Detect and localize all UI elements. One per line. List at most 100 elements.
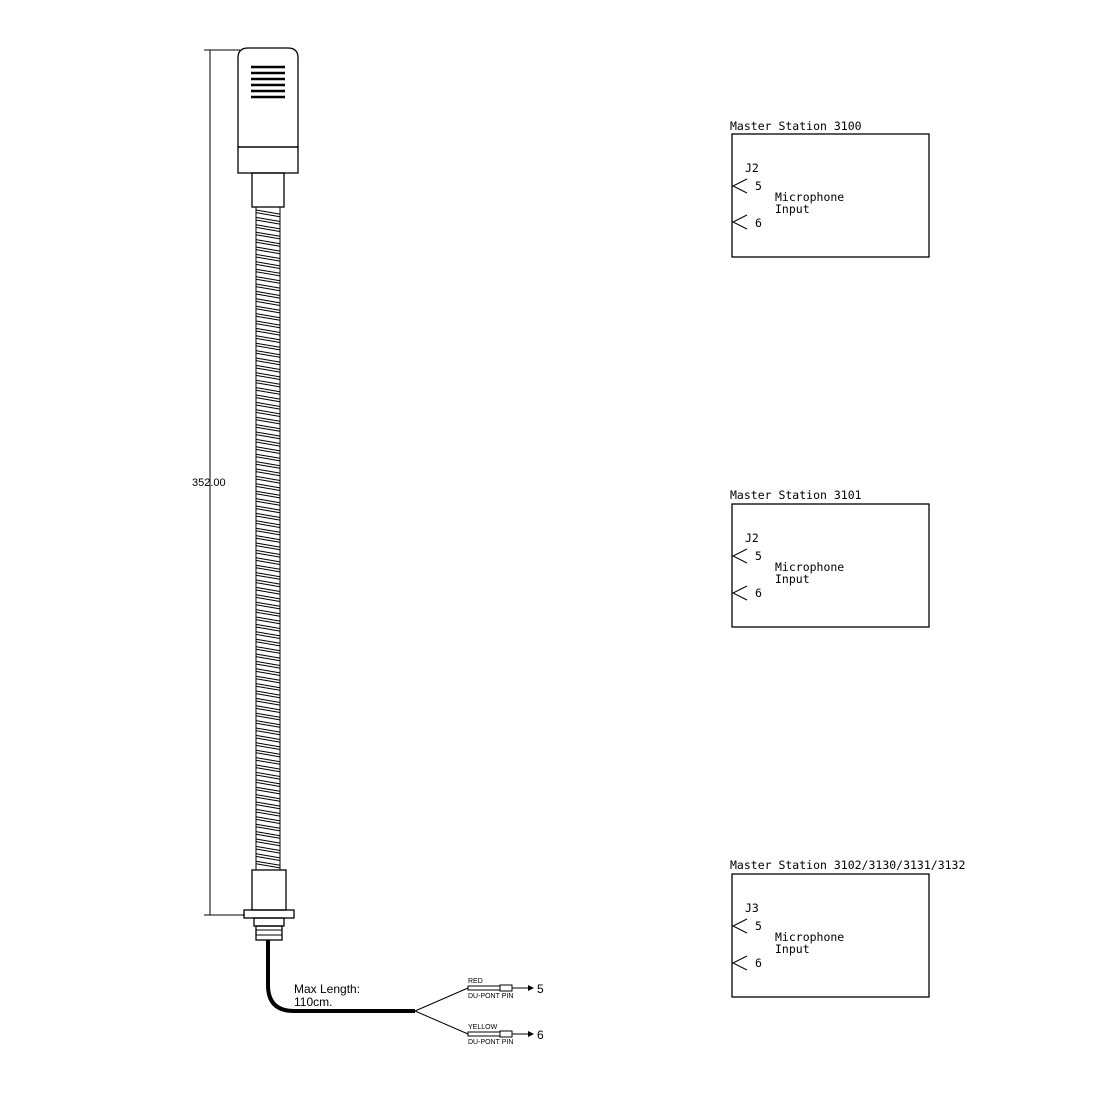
coil-winding <box>255 404 281 410</box>
coil-winding <box>255 493 281 499</box>
coil-winding <box>255 300 281 306</box>
coil-winding <box>255 483 281 489</box>
coil-winding <box>255 564 281 570</box>
station-panel <box>731 873 930 998</box>
station-input-label: Microphone <box>775 190 844 204</box>
coil-winding <box>255 759 281 765</box>
coil-winding <box>255 860 281 866</box>
coil-winding <box>255 638 281 644</box>
coil-winding <box>255 848 281 854</box>
coil-winding <box>255 382 281 388</box>
coil-winding <box>255 542 281 548</box>
coil-winding <box>255 320 281 326</box>
wire-connector-label: DU-PONT PIN <box>468 1039 513 1046</box>
coil-winding <box>255 712 281 718</box>
coil-winding <box>255 567 281 573</box>
pin-arrow <box>731 918 748 934</box>
coil-winding <box>255 818 281 824</box>
coil-winding <box>255 841 281 847</box>
coil-winding <box>255 372 281 378</box>
coil-winding <box>255 424 281 430</box>
coil-winding <box>255 471 281 477</box>
coil-winding <box>255 804 281 810</box>
station-3102-3130-3131-3132: Master Station 3102/3130/3131/3132 J3 5 … <box>730 858 965 998</box>
coil-winding <box>255 475 281 481</box>
station-connector: J3 <box>745 901 759 915</box>
pin-arrow <box>731 955 748 971</box>
coil-winding <box>255 364 281 370</box>
coil-winding <box>255 453 281 459</box>
coil-winding <box>255 609 281 615</box>
coil-winding <box>255 685 281 691</box>
coil-winding <box>255 549 281 555</box>
coil-winding <box>255 796 281 802</box>
coil-winding <box>255 352 281 358</box>
pin-arrow <box>731 548 748 564</box>
coil-winding <box>255 239 281 245</box>
wire-pin-number: 5 <box>537 982 544 996</box>
coil-winding <box>255 678 281 684</box>
coil-winding <box>255 845 281 851</box>
coil-winding <box>255 461 281 467</box>
coil-winding <box>255 431 281 437</box>
coil-winding <box>255 823 281 829</box>
coil-winding <box>255 500 281 506</box>
station-input-label: Input <box>775 572 810 586</box>
station-panel <box>731 133 930 258</box>
coil-winding <box>255 801 281 807</box>
coil-winding <box>255 744 281 750</box>
coil-winding <box>255 212 281 218</box>
station-title: Master Station 3101 <box>730 488 862 502</box>
station-pin: 5 <box>755 179 762 193</box>
coil-winding <box>255 224 281 230</box>
coil-winding <box>255 397 281 403</box>
coil-winding <box>255 730 281 736</box>
coil-winding <box>255 315 281 321</box>
coil-winding <box>255 219 281 225</box>
coil-winding <box>255 771 281 777</box>
coil-winding <box>255 498 281 504</box>
coil-winding <box>255 357 281 363</box>
coil-winding <box>255 641 281 647</box>
coil-winding <box>255 456 281 462</box>
cable-length-label: Max Length: <box>294 982 360 996</box>
coil-winding <box>255 737 281 743</box>
coil-winding <box>255 253 281 259</box>
coil-winding <box>255 231 281 237</box>
coil-winding <box>255 308 281 314</box>
coil-winding <box>255 611 281 617</box>
coil-winding <box>255 826 281 832</box>
coil-winding <box>255 670 281 676</box>
wire-yellow: YELLOW DU-PONT PIN 6 <box>467 1024 544 1046</box>
station-input-label: Input <box>775 202 810 216</box>
coil-winding <box>255 690 281 696</box>
coil-winding <box>255 367 281 373</box>
coil-winding <box>255 786 281 792</box>
coil-winding <box>255 660 281 666</box>
coil-winding <box>255 715 281 721</box>
coil-winding <box>255 490 281 496</box>
coil-winding <box>255 764 281 770</box>
coil-winding <box>255 727 281 733</box>
station-pin: 5 <box>755 919 762 933</box>
coil-winding <box>255 323 281 329</box>
coil-winding <box>255 335 281 341</box>
coil-winding <box>255 426 281 432</box>
coil-winding <box>255 616 281 622</box>
coil-winding <box>255 209 281 215</box>
coil-winding <box>255 586 281 592</box>
coil-winding <box>255 683 281 689</box>
dimension-label: 352.00 <box>192 477 226 489</box>
coil-winding <box>255 579 281 585</box>
station-connector: J2 <box>745 531 759 545</box>
station-connector: J2 <box>745 161 759 175</box>
coil-winding <box>255 663 281 669</box>
coil-winding <box>255 522 281 528</box>
coil-winding <box>255 374 281 380</box>
coil-winding <box>255 722 281 728</box>
coil-winding <box>255 438 281 444</box>
pin-arrow <box>731 214 748 230</box>
coil-winding <box>255 535 281 541</box>
wire-color-label: YELLOW <box>468 1024 498 1031</box>
